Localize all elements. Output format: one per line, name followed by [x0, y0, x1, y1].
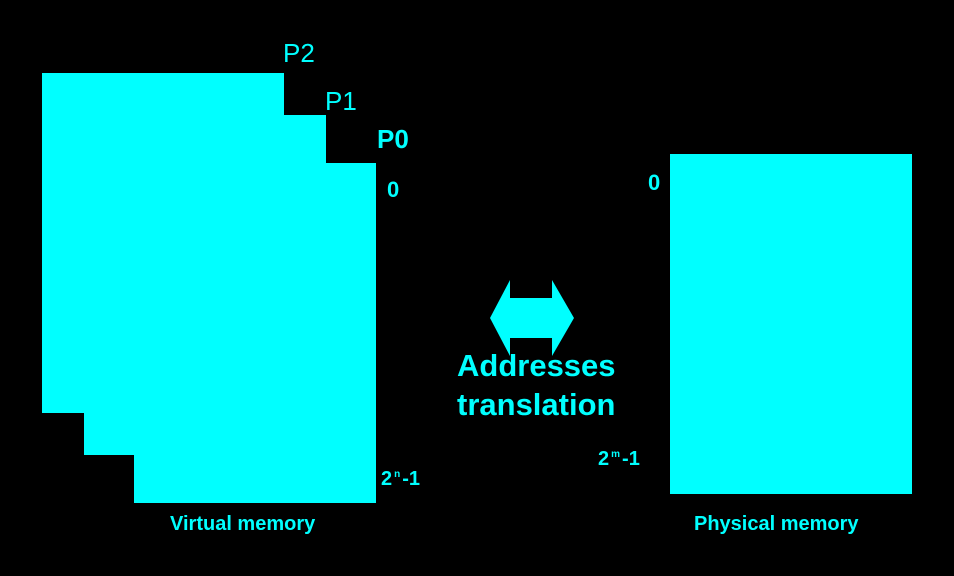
process-label-p0: P0 [377, 124, 409, 154]
translation-label: Addresses translation [457, 346, 616, 424]
double-arrow-icon [490, 280, 574, 356]
process-label-p2: P2 [283, 38, 315, 68]
translation-label-line2: translation [457, 387, 616, 422]
virtual-start-address: 0 [387, 177, 400, 202]
process-label-p1: P1 [325, 86, 357, 116]
virtual-memory-caption: Virtual memory [170, 513, 316, 535]
physical-memory-caption: Physical memory [694, 513, 859, 535]
translation-label-line1: Addresses [457, 348, 616, 383]
physical-space [670, 154, 912, 494]
virtual-space-p0 [134, 163, 376, 503]
physical-start-address: 0 [648, 170, 661, 195]
